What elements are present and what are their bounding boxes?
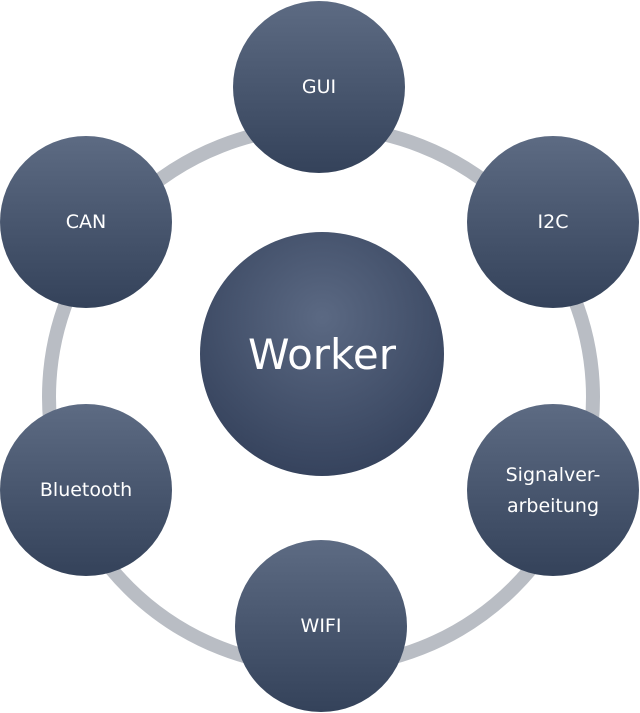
node-signalverarbeitung: Signalver- arbeitung: [467, 404, 639, 576]
node-gui-circle: [233, 1, 405, 173]
node-signalverarbeitung-circle: [467, 404, 639, 576]
node-bluetooth-label: Bluetooth: [40, 479, 132, 501]
node-i2c-label: I2C: [538, 211, 569, 233]
node-wifi: WIFI: [235, 540, 407, 712]
node-gui-label: GUI: [302, 76, 336, 98]
node-bluetooth-circle: [0, 404, 172, 576]
center-node-circle: [200, 232, 444, 476]
node-signalverarbeitung-label-line1: Signalver-: [506, 464, 601, 486]
node-wifi-label: WIFI: [301, 615, 342, 637]
node-i2c: I2C: [467, 136, 639, 308]
node-can: CAN: [0, 136, 172, 308]
node-can-label: CAN: [66, 211, 106, 233]
node-wifi-circle: [235, 540, 407, 712]
node-gui: GUI: [233, 1, 405, 173]
node-can-circle: [0, 136, 172, 308]
node-i2c-circle: [467, 136, 639, 308]
node-bluetooth: Bluetooth: [0, 404, 172, 576]
center-node-label: Worker: [248, 330, 397, 379]
center-node: Worker: [200, 232, 444, 476]
node-signalverarbeitung-label-line2: arbeitung: [507, 495, 599, 517]
